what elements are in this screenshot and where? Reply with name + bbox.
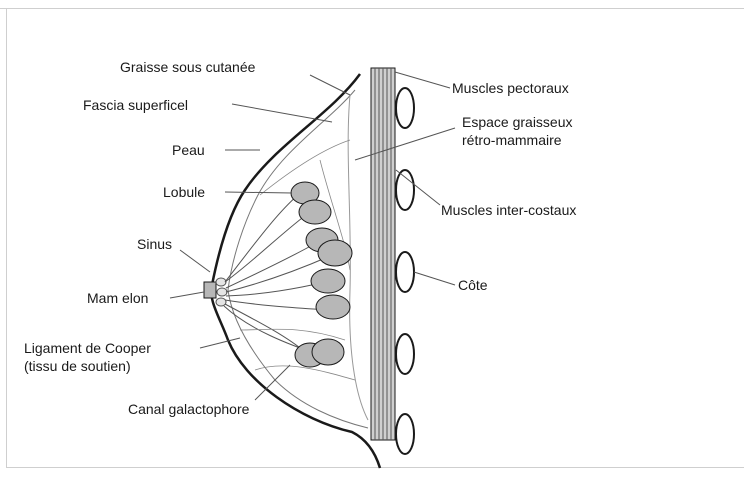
- rib-5: [396, 414, 414, 454]
- leader-espace: [355, 128, 455, 160]
- label-espace-graisseux: Espace graisseux: [462, 114, 573, 130]
- leader-mamelon: [170, 292, 204, 298]
- leader-cote: [414, 272, 455, 285]
- label-tissu-soutien: (tissu de soutien): [24, 358, 131, 374]
- label-fascia-superficel: Fascia superficel: [83, 97, 188, 113]
- label-sinus: Sinus: [137, 236, 172, 252]
- muscle-layer: [371, 68, 395, 440]
- label-graisse-sous-cutanee: Graisse sous cutanée: [120, 59, 255, 75]
- leader-fascia: [232, 104, 332, 122]
- leader-ligament: [200, 338, 240, 348]
- nipple: [204, 278, 227, 306]
- lobule: [316, 295, 350, 319]
- label-muscles-inter-costaux: Muscles inter-costaux: [441, 202, 576, 218]
- leader-sinus: [180, 250, 210, 272]
- label-retro-mammaire: rétro-mammaire: [462, 132, 562, 148]
- label-ligament-cooper: Ligament de Cooper: [24, 340, 151, 356]
- label-peau: Peau: [172, 142, 205, 158]
- rib-4: [396, 334, 414, 374]
- label-lobule: Lobule: [163, 184, 205, 200]
- label-mamelon: Mam elon: [87, 290, 148, 306]
- leader-muscles-pectoraux: [395, 72, 450, 88]
- lobule: [318, 240, 352, 266]
- rib-2: [396, 170, 414, 210]
- lobule: [312, 339, 344, 365]
- label-cote: Côte: [458, 277, 488, 293]
- rib-3: [396, 252, 414, 292]
- lobule: [299, 200, 331, 224]
- label-muscles-pectoraux: Muscles pectoraux: [452, 80, 569, 96]
- label-canal-galactophore: Canal galactophore: [128, 401, 249, 417]
- leader-lobule: [225, 192, 292, 193]
- ribs: [396, 88, 414, 454]
- rib-1: [396, 88, 414, 128]
- lobule: [311, 269, 345, 293]
- leader-graisse: [310, 75, 350, 95]
